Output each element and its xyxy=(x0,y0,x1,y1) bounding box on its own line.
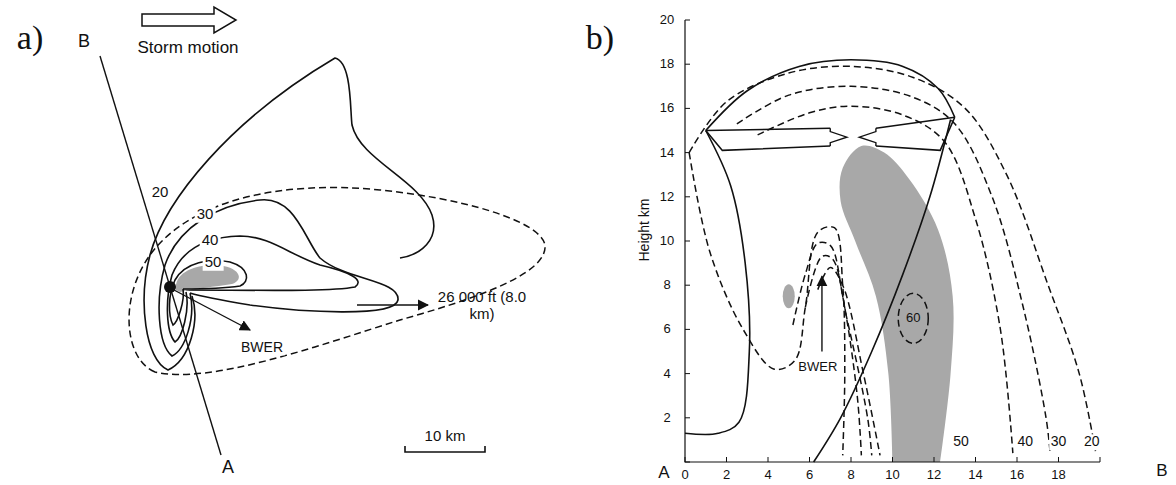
axis-tick xyxy=(1017,457,1018,462)
axis-tick xyxy=(685,462,690,463)
reflectivity-contour xyxy=(758,106,1013,453)
scale-label: 10 km xyxy=(425,428,466,445)
axis-tick xyxy=(934,457,935,462)
cross-section-plot xyxy=(685,20,1100,462)
contour-value: 50 xyxy=(951,434,971,449)
axis-tick-label: 20 xyxy=(660,13,674,27)
contour-value: 20 xyxy=(150,184,171,201)
axis-tick xyxy=(809,457,810,462)
axis-line xyxy=(685,20,1100,462)
axis-tick-label: 14 xyxy=(968,468,982,482)
scale-bar xyxy=(405,446,485,452)
axis-tick-label: 16 xyxy=(1010,468,1024,482)
axis-tick-label: 4 xyxy=(764,468,771,482)
contour-value: 40 xyxy=(200,232,221,249)
axis-tick-label: 6 xyxy=(663,322,670,336)
bwer-pointer xyxy=(174,290,250,330)
section-end-label: B xyxy=(78,32,90,52)
contour-pointer xyxy=(357,304,428,305)
contour-value: 20 xyxy=(1082,434,1102,449)
axis-tick xyxy=(975,457,976,462)
bwer-label: BWER xyxy=(239,340,285,355)
outflow-arrow xyxy=(859,128,876,146)
axis-tick xyxy=(685,20,690,21)
high-reflectivity-core xyxy=(840,145,954,462)
axis-tick-label: 2 xyxy=(723,468,730,482)
axis-title: Height km xyxy=(637,198,652,261)
anvil-outline xyxy=(876,117,955,150)
axis-tick xyxy=(1100,457,1101,462)
axis-tick xyxy=(685,108,690,109)
anvil-outline xyxy=(706,131,831,151)
reflectivity-contour xyxy=(689,66,1096,453)
axis-tick xyxy=(685,417,690,418)
axis-tick-label: 8 xyxy=(847,468,854,482)
axis-tick xyxy=(685,457,686,462)
axis-tick-label: 2 xyxy=(663,411,670,425)
reflectivity-contour-60 xyxy=(898,293,928,343)
axis-tick-label: 0 xyxy=(681,468,688,482)
reflectivity-contour-40 xyxy=(167,236,358,342)
axis-tick xyxy=(685,152,690,153)
axis-tick-label: 4 xyxy=(663,366,670,380)
bwer-dot xyxy=(164,281,176,293)
reflectivity-contour xyxy=(793,242,861,455)
axis-tick-label: 18 xyxy=(660,57,674,71)
axis-tick-label: 8 xyxy=(663,278,670,292)
section-end-label: A xyxy=(658,464,669,483)
axis-tick-label: 12 xyxy=(927,468,941,482)
cloud-outline xyxy=(706,60,955,131)
panel-letter: a) xyxy=(17,19,43,56)
axis-tick xyxy=(1058,457,1059,462)
section-end-label: B xyxy=(1156,462,1167,481)
height-note: 26 000 ft (8.0 km) xyxy=(436,289,528,322)
axis-tick-label: 12 xyxy=(660,190,674,204)
contour-value: 30 xyxy=(195,206,216,223)
motion-label: Storm motion xyxy=(137,39,238,58)
axis-tick xyxy=(768,457,769,462)
axis-tick xyxy=(685,329,690,330)
axis-tick-label: 18 xyxy=(1051,468,1065,482)
contour-value: 50 xyxy=(203,254,224,271)
contour-value: 60 xyxy=(906,311,920,325)
axis-tick-label: 6 xyxy=(806,468,813,482)
reflectivity-blob xyxy=(783,284,795,308)
axis-tick xyxy=(685,64,690,65)
contour-value: 40 xyxy=(1016,434,1036,449)
cloud-outline xyxy=(685,131,750,435)
cloud-outline xyxy=(814,119,951,462)
axis-tick xyxy=(892,457,893,462)
reflectivity-contour xyxy=(737,86,1050,453)
axis-tick-label: 16 xyxy=(660,101,674,115)
anvil-outline xyxy=(706,128,831,130)
axis-tick xyxy=(685,241,690,242)
axis-tick xyxy=(851,457,852,462)
axis-tick-label: 14 xyxy=(660,145,674,159)
storm-motion-arrow xyxy=(142,7,236,33)
axis-tick xyxy=(685,373,690,374)
reflectivity-contour-30 xyxy=(159,200,398,356)
axis-tick xyxy=(685,285,690,286)
axis-tick-label: 10 xyxy=(885,468,899,482)
reflectivity-contour-20 xyxy=(144,58,434,370)
panel-letter: b) xyxy=(586,19,614,56)
axis-tick xyxy=(726,457,727,462)
axis-tick-label: 10 xyxy=(660,234,674,248)
bwer-label: BWER xyxy=(796,360,839,374)
axis-tick xyxy=(685,196,690,197)
section-end-label: A xyxy=(222,458,234,478)
outflow-arrow xyxy=(830,128,847,146)
reflectivity-contour xyxy=(689,153,845,456)
reflectivity-contour xyxy=(805,256,871,456)
anvil-outline xyxy=(876,117,955,128)
echo-8km-contour xyxy=(129,188,545,375)
contour-value: 30 xyxy=(1049,434,1069,449)
bwer-pointer xyxy=(821,276,822,351)
